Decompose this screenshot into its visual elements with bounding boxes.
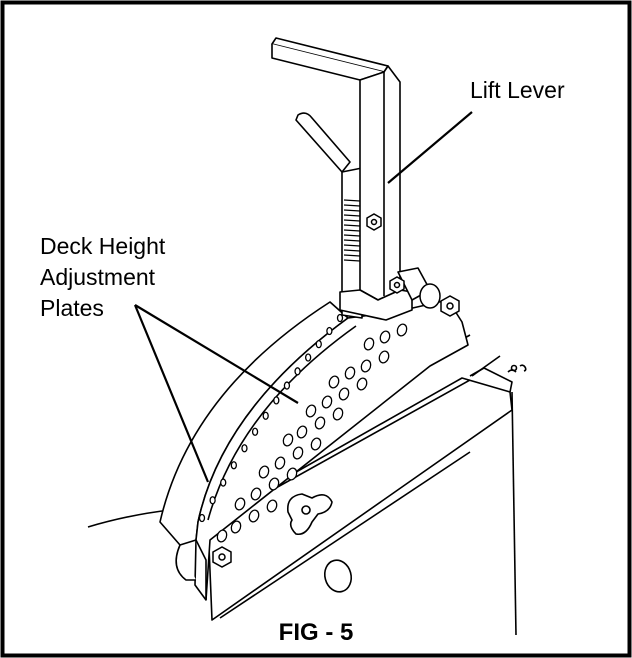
plate-hole [296,425,308,439]
plate-hole [338,387,350,401]
ratchet-notch [343,229,361,232]
wing-knob-icon [286,493,333,536]
ratchet-notches [343,199,361,262]
plate-hole [378,350,390,364]
ratchet-notch [343,254,361,257]
band-notch [294,367,301,376]
plate-hole [250,487,262,501]
band-notch [305,353,312,362]
band-notch [251,427,259,436]
ratchet-notch [343,249,361,252]
plate-hole [282,433,294,447]
plate-holes [198,313,408,543]
plate-hole [310,437,322,451]
band-notch [209,496,216,505]
plate-hole [248,509,260,523]
plates-leader-1 [133,304,210,483]
plate-hole [266,499,278,513]
bolts [212,213,460,568]
plate-hole [396,323,408,337]
band-notch [326,326,333,336]
band-notch [315,339,322,349]
band-notch [336,313,344,323]
pivot-washer [419,283,441,309]
ratchet-notch [343,239,361,242]
ratchet-notch [343,219,361,222]
plate-hole [286,467,298,481]
ratchet-notch [343,224,361,227]
band-notch [273,396,280,405]
plate-hole [332,407,344,421]
lift-lever-label: Lift Lever [470,77,565,103]
deck-plates-label-line-1: Deck Height [40,233,166,259]
bolt-icon [366,213,382,231]
ratchet-notch [343,214,361,217]
band-notch [283,381,291,390]
plate-hole [258,465,270,479]
plate-hole [363,337,375,351]
plate-hole [305,404,317,418]
plate-hole [274,456,286,470]
plate-hole [268,477,280,491]
band-notch [220,478,227,487]
housing-hole [323,559,353,593]
ratchet-notch [343,209,361,212]
plate-hole [321,395,333,409]
plate-hole [230,520,242,534]
ratchet-notch [343,199,361,202]
plate-hole [379,330,391,344]
plate-hole [328,375,340,389]
figure-caption: FIG - 5 [279,619,354,646]
callouts [133,111,473,483]
plates-leader-2 [134,304,299,404]
bolt-icon [212,546,232,568]
plate-hole [216,529,228,543]
deck-plates-label-line-2: Adjustment [40,264,156,290]
bolt-icon [440,295,460,317]
deck-height-adjustment-plates [159,299,469,601]
plate-hole [314,416,326,430]
plate-hole [356,377,368,391]
band-notch [262,411,269,420]
ratchet-notch [343,234,361,237]
ratchet-notch [343,244,361,247]
plate-hole [292,446,304,460]
band-notch [230,461,237,470]
plate-hole [360,359,372,373]
plate-hole [344,366,356,380]
deck-plates-label-line-3: Plates [40,295,104,321]
ratchet-notch [343,204,361,207]
plate-hole [234,497,246,511]
lift-lever-leader [387,111,473,184]
band-notch [198,513,206,523]
bolt-icon [389,276,405,294]
band-notch [241,444,248,453]
ratchet-notch [343,259,361,262]
